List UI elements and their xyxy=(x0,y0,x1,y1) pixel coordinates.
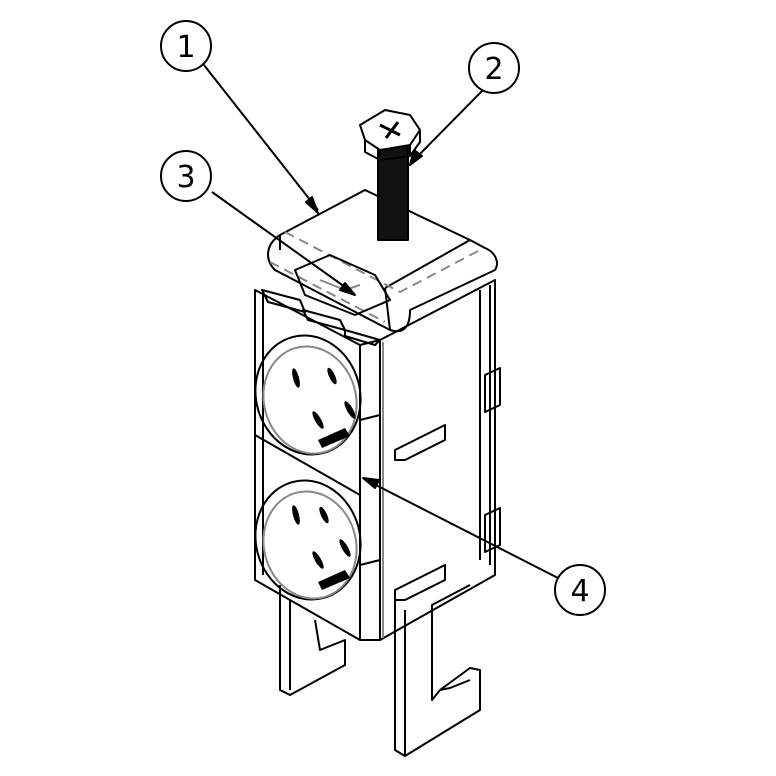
clamp-bracket xyxy=(267,189,498,333)
hex-bolt xyxy=(359,109,421,241)
callout-3: 3 xyxy=(160,150,212,202)
socket-lower xyxy=(254,479,362,601)
mounting-hook-right xyxy=(394,584,481,757)
socket-housing xyxy=(254,279,501,641)
svg-text:2: 2 xyxy=(484,52,503,87)
brand-logo-lower xyxy=(318,570,350,590)
brand-logo-upper xyxy=(318,428,350,448)
svg-text:4: 4 xyxy=(570,574,589,609)
leader-lines xyxy=(199,59,559,579)
mounting-hook-left xyxy=(279,585,346,696)
svg-text:3: 3 xyxy=(176,160,195,195)
callout-2: 2 xyxy=(468,42,520,94)
svg-text:1: 1 xyxy=(176,30,195,65)
socket-upper xyxy=(254,334,362,456)
callout-1: 1 xyxy=(160,20,212,72)
callout-4: 4 xyxy=(554,564,606,616)
